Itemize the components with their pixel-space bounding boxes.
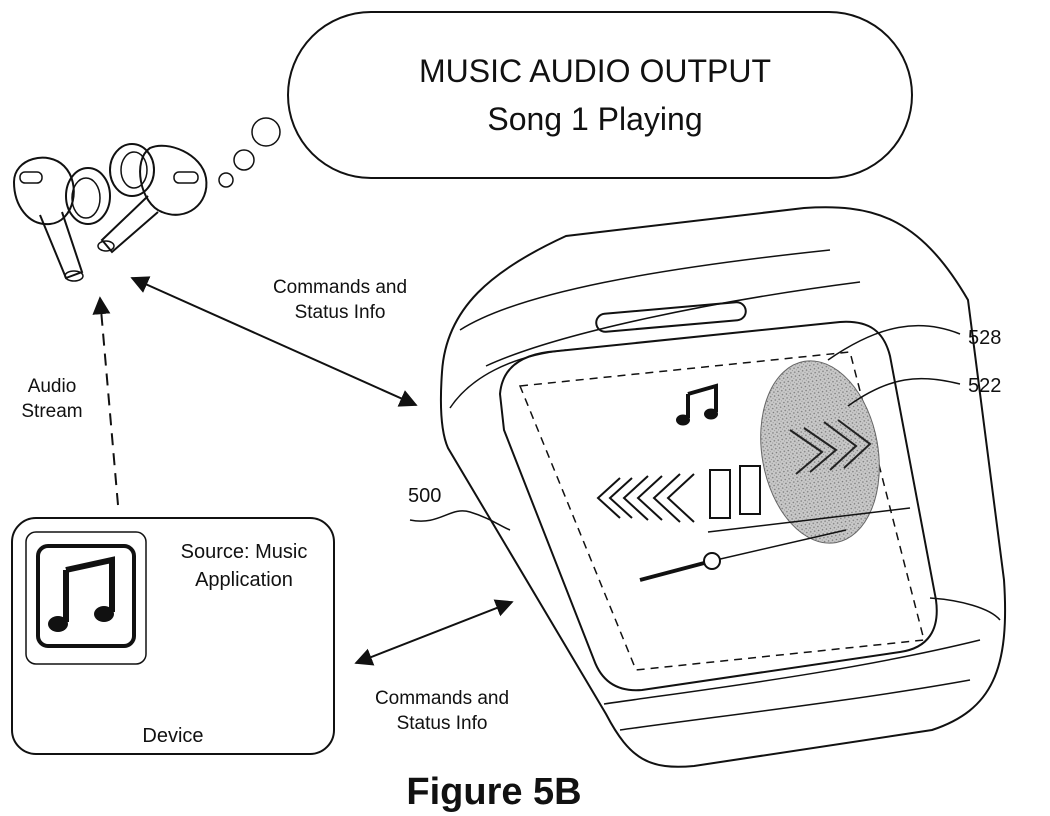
music-note-icon [676,383,718,426]
ref-522: 522 [968,375,1001,397]
ref-528: 528 [968,327,1001,349]
right-earbud-icon [97,143,208,254]
pause-icon[interactable] [709,465,761,519]
audio-stream-arrow [92,296,119,506]
display-divider [707,507,911,533]
commands-label-top-2: Status Info [295,302,386,323]
audio-label-2: Stream [21,401,82,422]
music-app-icon [36,544,136,648]
device-box: Source: Music Application Device [11,517,335,755]
figure-caption: Figure 5B [406,771,581,813]
audio-label-1: Audio [28,376,77,397]
arrows [92,276,514,666]
charging-case [439,206,1007,768]
ref-500: 500 [408,485,441,507]
fast-forward-icon[interactable] [789,419,872,475]
commands-label-top-1: Commands and [273,277,407,298]
audio-output-cloud: MUSIC AUDIO OUTPUT Song 1 Playing [218,11,913,188]
app-icon-frame [25,531,147,665]
cloud-subtitle: Song 1 Playing [487,101,702,137]
commands-label-bottom-1: Commands and [375,688,509,709]
commands-arrow-top [130,276,418,407]
commands-arrow-bottom [354,599,514,666]
touch-region-528 [760,360,880,544]
progress-slider[interactable] [639,529,847,582]
reference-leaders [409,324,961,531]
left-earbud-icon [12,156,111,282]
cloud-title: MUSIC AUDIO OUTPUT [419,53,771,89]
slider-thumb[interactable] [703,552,721,570]
device-source-line2: Application [195,569,293,591]
device-label: Device [142,725,203,747]
rewind-icon[interactable] [596,473,695,523]
earbuds [12,143,208,282]
device-source-line1: Source: Music [181,541,308,563]
commands-label-bottom-2: Status Info [397,713,488,734]
